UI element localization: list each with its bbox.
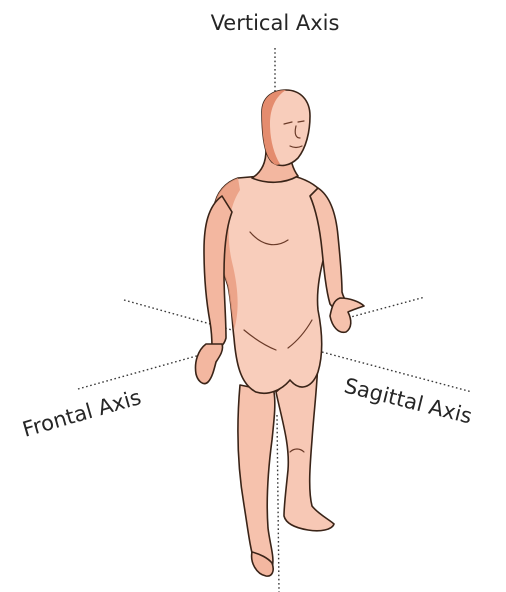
sagittal-axis-label: Sagittal Axis (342, 374, 475, 429)
vertical-axis-line-bottom (277, 415, 279, 592)
right-hand (330, 298, 364, 332)
left-hand (195, 344, 222, 384)
left-leg (238, 385, 275, 571)
human-figure (195, 90, 364, 576)
frontal-axis-line-left (78, 355, 200, 389)
vertical-axis-label: Vertical Axis (211, 11, 340, 35)
frontal-axis-label: Frontal Axis (20, 385, 144, 442)
